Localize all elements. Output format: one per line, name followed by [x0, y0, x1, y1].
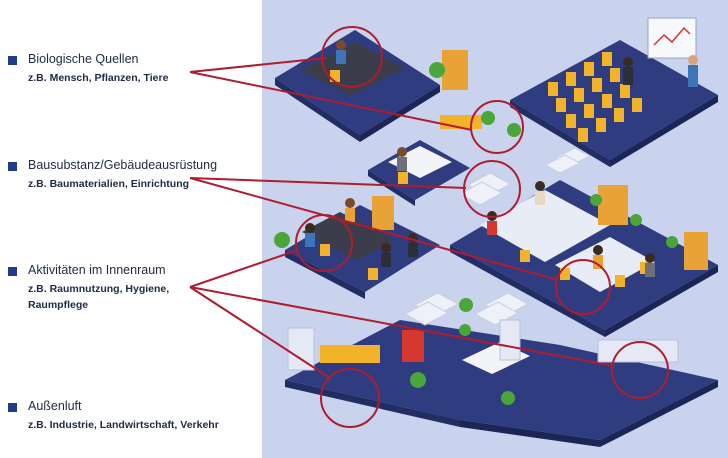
bullet-square — [8, 56, 17, 65]
bullet-square — [8, 403, 17, 412]
plants — [274, 62, 678, 405]
leader-lines — [189, 57, 615, 379]
floor-bottom — [285, 320, 718, 440]
bookshelf-middle-left — [372, 196, 394, 230]
desk-middle-left — [302, 212, 395, 260]
category-example: z.B. Industrie, Landwirtschaft, Verkehr — [28, 419, 219, 431]
wardrobe-left — [287, 327, 315, 371]
category-title: Aktivitäten im Innenraum — [28, 263, 166, 277]
floor-top-right — [510, 40, 718, 160]
category-example: z.B. Mensch, Pflanzen, Tiere — [28, 72, 169, 84]
fridge — [499, 319, 521, 361]
cabinet-bottom — [402, 330, 424, 362]
sofa-bottom — [320, 345, 380, 363]
bullet-square — [8, 267, 17, 276]
callout-circle-plants — [470, 100, 524, 154]
bookshelf-far-right — [684, 232, 708, 270]
people — [305, 40, 698, 277]
category-title: Biologische Quellen — [28, 52, 139, 66]
callout-circle-workstation — [555, 259, 611, 315]
callout-circle-person — [321, 26, 383, 88]
audience-chairs — [548, 52, 642, 142]
desk-cluster-right-2 — [555, 237, 655, 292]
category-example: z.B. Baumaterialien, Einrichtung — [28, 178, 190, 190]
kitchen-counter — [597, 339, 679, 363]
callout-circle-floor — [320, 368, 380, 428]
category-title: Außenluft — [28, 399, 82, 413]
bookshelf-top — [442, 50, 468, 90]
callout-circle-kitchen — [611, 341, 669, 399]
callout-circle-stairs — [463, 160, 521, 218]
bullet-square — [8, 162, 17, 171]
desk-top-left — [300, 42, 405, 96]
whiteboard — [647, 17, 697, 59]
bookshelf-right — [598, 185, 628, 225]
category-example: z.B. Raumnutzung, Hygiene, Raumpflege — [28, 283, 170, 311]
stairs — [403, 147, 592, 326]
category-title: Bausubstanz/Gebäudeausrüstung — [28, 158, 218, 172]
